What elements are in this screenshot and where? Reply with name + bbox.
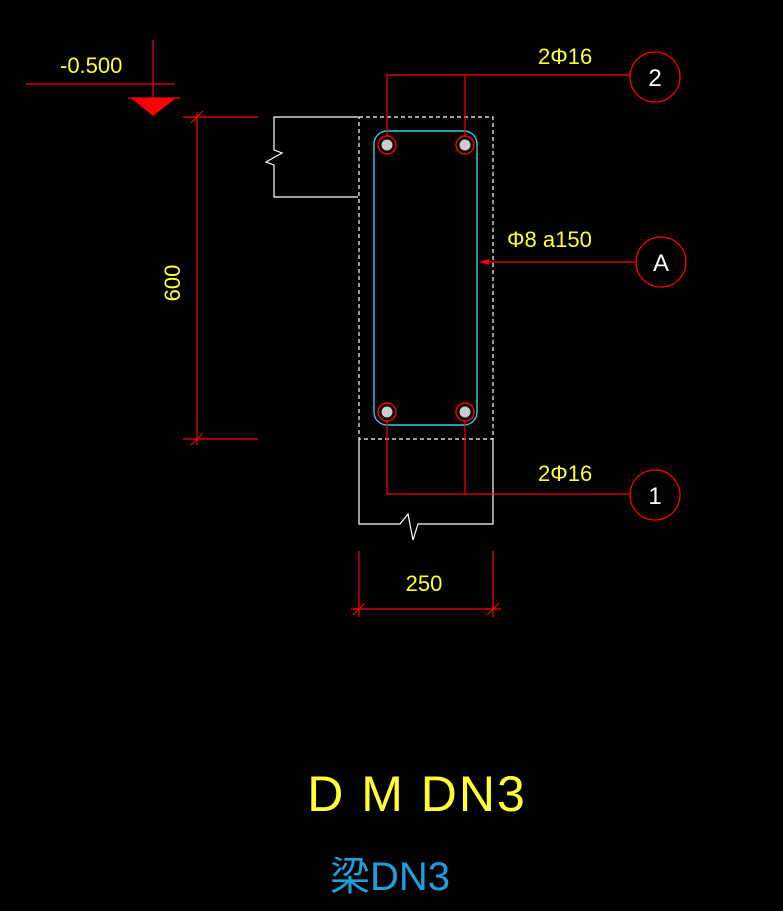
drawing-subtitle: 梁DN3 (330, 855, 450, 899)
stirrup-leader-arrow (479, 259, 489, 265)
bubble-stirrup-label: A (653, 250, 669, 277)
concrete-outline (264, 116, 494, 541)
height-dimension (183, 110, 258, 446)
bubble-top-label: 2 (648, 65, 661, 92)
bubble-stirrup: A (635, 236, 687, 288)
bubble-bottom-label: 1 (648, 483, 661, 510)
width-dimension (351, 551, 501, 617)
drawing-title: D M DN3 (307, 766, 527, 822)
bottom-rebar-label: 2Φ16 (538, 461, 592, 486)
bottom-rebar-leader (386, 421, 630, 495)
rebar-top-left (377, 135, 397, 155)
rebar-top-right (455, 135, 475, 155)
leader-lines (386, 74, 636, 495)
bubble-bottom: 1 (629, 469, 681, 521)
bubble-top: 2 (629, 51, 681, 103)
stirrup-label: Φ8 a150 (507, 227, 592, 252)
wall-outline (358, 439, 494, 541)
rebar-bottom-right (455, 402, 475, 422)
top-rebar-leader (386, 74, 630, 136)
height-dim-label: 600 (160, 265, 185, 302)
top-rebar-label: 2Φ16 (538, 44, 592, 69)
elevation-label: -0.500 (60, 53, 122, 78)
elevation-marker: -0.500 (26, 40, 180, 116)
width-dim-label: 250 (406, 571, 443, 596)
beam-dashed-outline (358, 116, 494, 440)
stirrup (373, 130, 478, 426)
rebar-group (377, 135, 475, 422)
rebar-bottom-left (377, 402, 397, 422)
slab-outline (264, 116, 358, 198)
